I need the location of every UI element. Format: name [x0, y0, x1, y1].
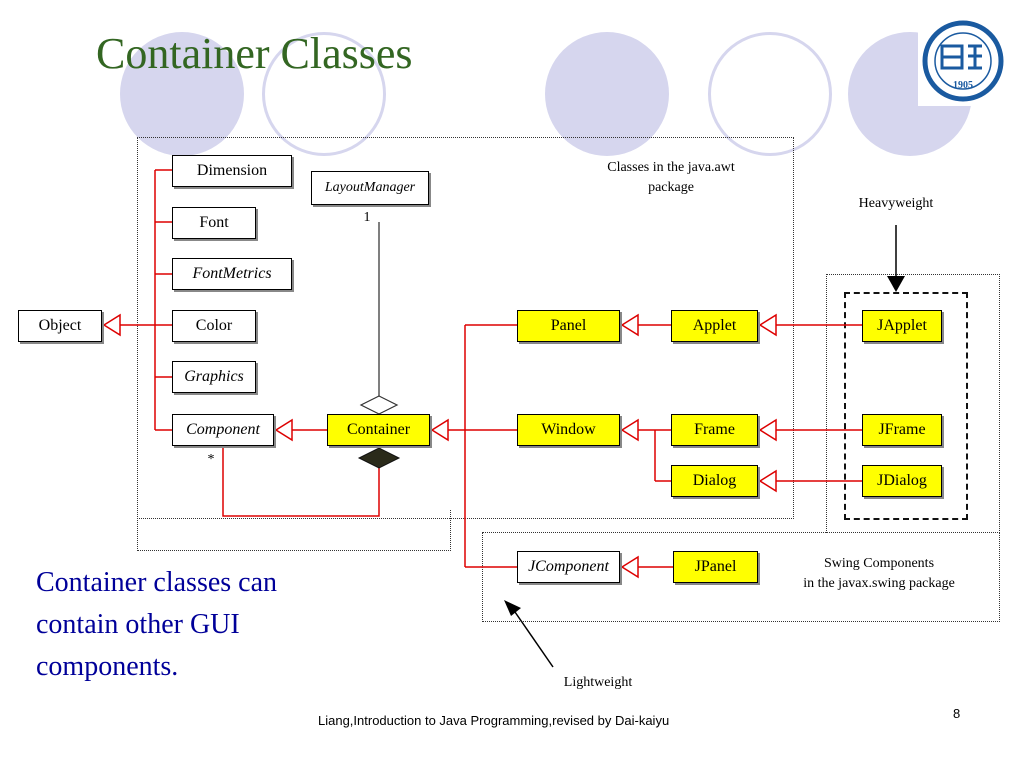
body-text: Container classes can contain other GUI …: [36, 567, 278, 682]
university-seal-icon: 1905: [918, 16, 1008, 106]
footer-credit: Liang,Introduction to Java Programming,r…: [318, 713, 670, 728]
class-jdialog: JDialog: [862, 465, 942, 497]
class-dialog: Dialog: [671, 465, 758, 497]
class-font: Font: [172, 207, 256, 239]
class-color: Color: [172, 310, 256, 342]
swing-caption-line2: in the javax.swing package: [803, 576, 955, 591]
awt-region-extension: [137, 510, 451, 551]
class-applet: Applet: [671, 310, 758, 342]
class-panel: Panel: [517, 310, 620, 342]
swing-region: [482, 532, 1000, 622]
multiplicity-one: 1: [363, 210, 371, 225]
awt-caption-line1: Classes in the java.awt: [607, 160, 735, 175]
class-frame: Frame: [671, 414, 758, 446]
heavyweight-label: Heavyweight: [858, 196, 934, 211]
page-number: 8: [953, 706, 961, 721]
multiplicity-many: *: [207, 452, 215, 467]
logo-year: 1905: [953, 80, 973, 91]
awt-caption-line2: package: [648, 180, 694, 195]
swing-caption: Swing Components in the javax.swing pack…: [772, 554, 986, 594]
class-container: Container: [327, 414, 430, 446]
class-graphics: Graphics: [172, 361, 256, 393]
class-layoutmanager: LayoutManager: [311, 171, 429, 205]
class-dimension: Dimension: [172, 155, 292, 187]
decor-circle-3: [545, 32, 669, 156]
class-component: Component: [172, 414, 274, 446]
decor-circle-4: [708, 32, 832, 156]
decor-circle-1: [120, 32, 244, 156]
decor-circle-2: [262, 32, 386, 156]
class-japplet: JApplet: [862, 310, 942, 342]
awt-caption: Classes in the java.awt package: [578, 158, 764, 198]
class-object: Object: [18, 310, 102, 342]
class-window: Window: [517, 414, 620, 446]
swing-region-upper: [826, 274, 1000, 533]
class-jpanel: JPanel: [673, 551, 758, 583]
swing-caption-line1: Swing Components: [823, 556, 935, 571]
lightweight-label: Lightweight: [563, 675, 633, 690]
slide-title: Container Classes: [96, 29, 413, 78]
class-jcomponent: JComponent: [517, 551, 620, 583]
class-fontmetrics: FontMetrics: [172, 258, 292, 290]
class-jframe: JFrame: [862, 414, 942, 446]
heavyweight-region: [844, 292, 968, 520]
